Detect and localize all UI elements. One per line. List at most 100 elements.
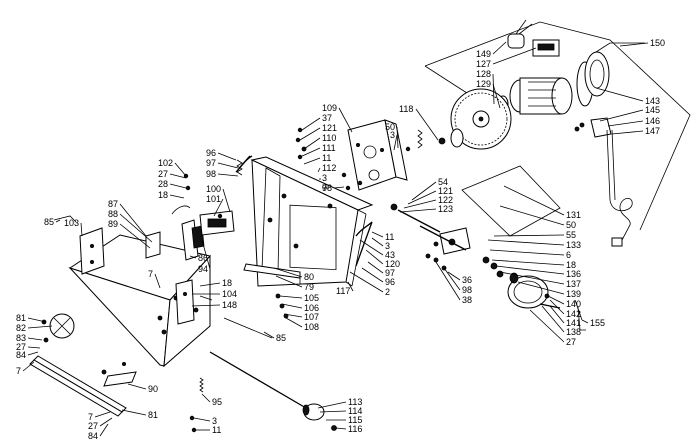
callout-label-84: 84 (88, 431, 98, 441)
leader-line (492, 47, 537, 65)
leader-line (443, 267, 461, 291)
leader-line (217, 162, 239, 169)
leader-line (489, 249, 565, 256)
leader-line (99, 423, 109, 437)
leader-line (347, 281, 354, 292)
callout-label-27: 27 (88, 421, 98, 431)
leader-line (541, 305, 565, 333)
leader-line (94, 411, 111, 418)
leader-line (487, 239, 565, 246)
callout-label-97: 97 (385, 268, 395, 278)
callout-label-122: 122 (438, 195, 453, 205)
leader-line (491, 259, 565, 266)
leader-line (517, 281, 565, 295)
leader-line (281, 303, 303, 309)
switch-parts (145, 155, 251, 261)
callout-label-133: 133 (566, 240, 581, 250)
leader-line (393, 134, 398, 151)
callout-label-104: 104 (222, 289, 237, 299)
leader-line (27, 346, 41, 349)
callout-label-113: 113 (348, 397, 362, 407)
leader-line (317, 401, 347, 409)
leader-line (492, 83, 501, 109)
callout-label-105: 105 (304, 293, 319, 303)
callout-label-148: 148 (222, 300, 237, 310)
leader-line (191, 304, 221, 307)
leader-line (611, 130, 644, 135)
callout-label-18: 18 (158, 190, 168, 200)
bottom-parts (29, 293, 337, 433)
callout-label-96: 96 (206, 148, 216, 158)
callout-label-127: 127 (476, 59, 491, 69)
leader-line (283, 313, 303, 318)
leader-line (55, 219, 61, 223)
callout-label-81: 81 (16, 313, 26, 323)
callout-label-38: 38 (462, 295, 472, 305)
callout-brackets (53, 42, 645, 339)
callout-label-84: 84 (16, 350, 26, 360)
callout-label-90: 90 (148, 384, 158, 394)
leader-line (317, 167, 321, 173)
callout-label-98: 98 (462, 285, 472, 295)
leader-line (499, 271, 565, 285)
callout-label-141: 141 (566, 318, 581, 328)
leader-line (361, 267, 384, 283)
leader-line (80, 222, 83, 237)
leader-line (201, 239, 211, 270)
callout-label-11: 11 (322, 153, 331, 163)
leader-line (529, 309, 565, 343)
base-housing (68, 227, 211, 368)
leader-line (396, 126, 399, 149)
leader-line (415, 108, 439, 141)
callout-label-103: 103 (64, 218, 79, 228)
saw-guard-plate (295, 119, 423, 191)
leader-line (121, 409, 147, 416)
callout-label-121: 121 (322, 123, 337, 133)
callout-label-7: 7 (16, 366, 21, 376)
callout-label-116: 116 (348, 424, 362, 434)
callout-labels: 1491271281291501431451461471185031093712… (16, 38, 665, 441)
main-frame (237, 155, 374, 287)
callout-label-98: 98 (206, 169, 216, 179)
callout-label-108: 108 (304, 322, 319, 332)
callout-label-27: 27 (566, 337, 576, 347)
leader-line (301, 117, 321, 131)
callout-label-109: 109 (322, 103, 337, 113)
leader-line (285, 317, 303, 328)
callout-label-102: 102 (158, 158, 173, 168)
callout-label-107: 107 (304, 312, 319, 322)
callout-label-3: 3 (212, 416, 217, 426)
leader-line (127, 383, 147, 390)
leader-line (189, 255, 197, 259)
leader-line (399, 208, 437, 213)
leader-line (201, 393, 211, 403)
leader-line (547, 295, 565, 305)
leader-line (619, 42, 649, 47)
callout-label-36: 36 (462, 275, 472, 285)
leader-line (338, 107, 353, 133)
callout-label-145: 145 (645, 105, 660, 115)
leader-line (279, 295, 303, 299)
callout-label-147: 147 (645, 126, 660, 136)
leader-line (213, 198, 224, 217)
leader-line (154, 273, 161, 289)
callout-label-27: 27 (158, 169, 168, 179)
leader-line (119, 213, 153, 243)
callout-label-27: 27 (16, 342, 26, 352)
leader-line (447, 271, 461, 281)
callout-label-142: 142 (566, 309, 581, 319)
callout-label-82: 82 (16, 323, 26, 333)
callout-label-81: 81 (148, 410, 158, 420)
leader-line (217, 173, 239, 177)
leader-line (119, 223, 151, 249)
callout-label-55: 55 (566, 230, 576, 240)
leader-line (27, 337, 43, 341)
callout-label-89: 89 (108, 219, 118, 229)
callout-label-138: 138 (566, 327, 581, 337)
callout-label-79: 79 (304, 282, 314, 292)
callout-label-3: 3 (385, 241, 390, 251)
callout-label-6: 6 (566, 250, 571, 260)
leader-line (193, 417, 211, 422)
leader-line (492, 41, 507, 55)
